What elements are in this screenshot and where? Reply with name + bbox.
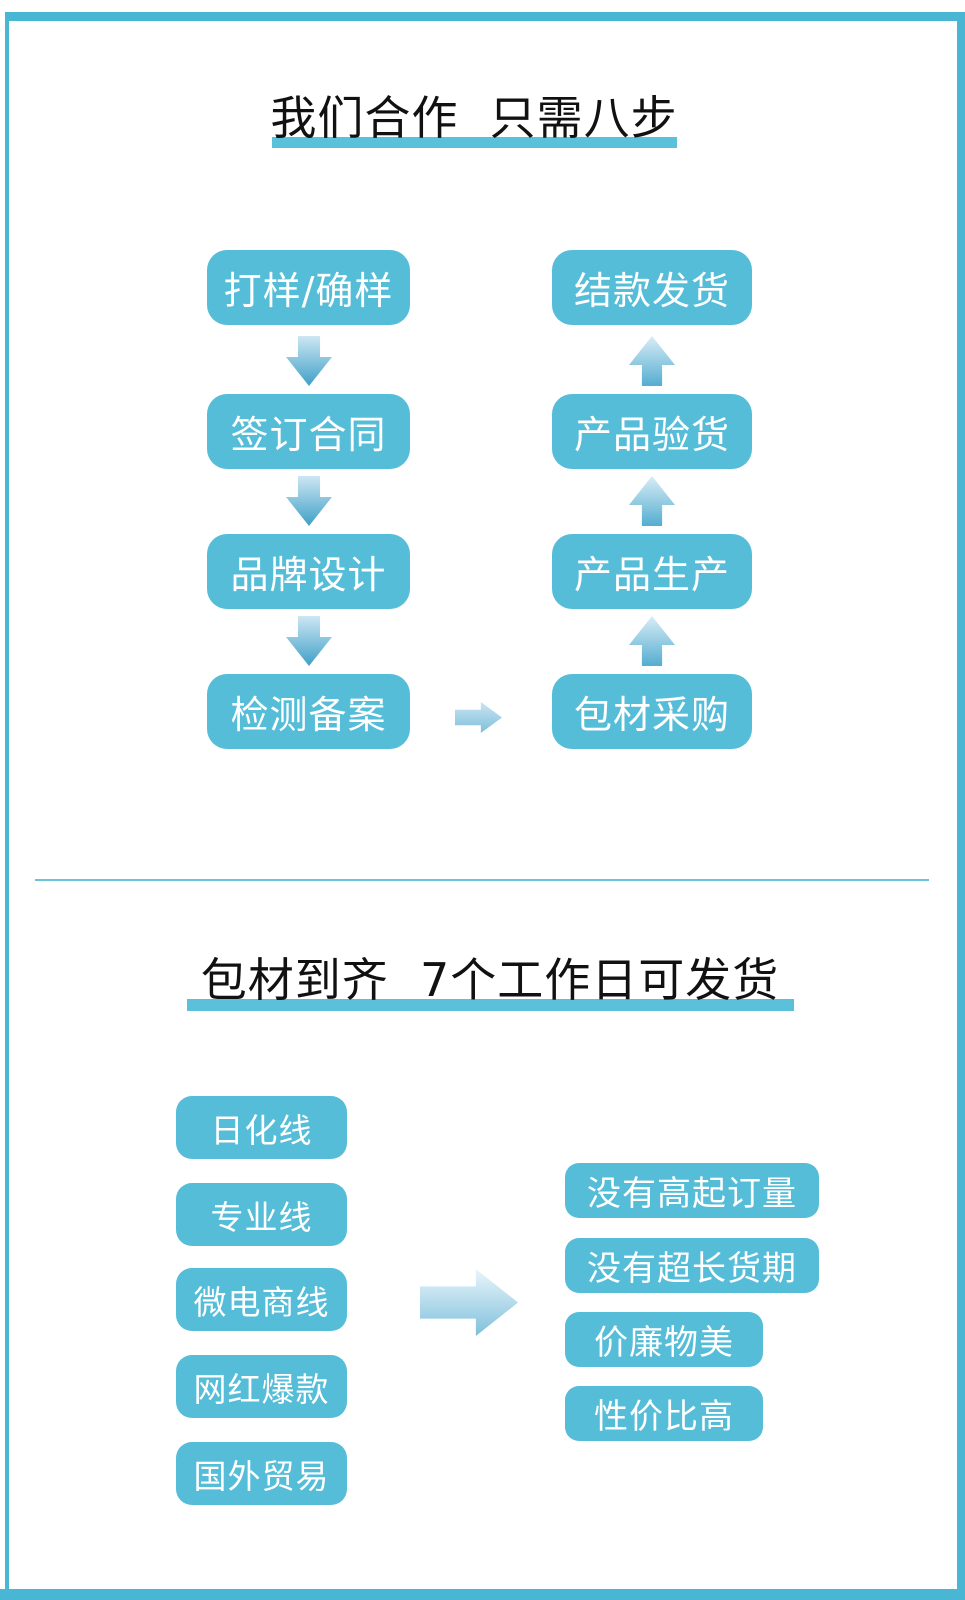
benefit-no-long-leadtime: 没有超长货期 xyxy=(565,1238,819,1293)
line-professional: 专业线 xyxy=(176,1183,347,1246)
line-foreign-trade: 国外贸易 xyxy=(176,1442,347,1505)
step-packaging-procurement: 包材采购 xyxy=(552,674,752,749)
frame-bottom-border xyxy=(0,1589,965,1600)
step-production: 产品生产 xyxy=(552,534,752,609)
up-arrow-icon xyxy=(629,336,675,386)
benefit-no-high-moq: 没有高起订量 xyxy=(565,1163,819,1218)
step-payment-shipping: 结款发货 xyxy=(552,250,752,325)
right-arrow-icon xyxy=(455,702,502,733)
up-arrow-icon xyxy=(629,476,675,526)
line-influencer-hot: 网红爆款 xyxy=(176,1355,347,1418)
line-daily-chemical: 日化线 xyxy=(176,1096,347,1159)
cooperation-title: 我们合作 只需八步 xyxy=(270,91,678,145)
frame-top-border xyxy=(5,12,965,21)
step-contract: 签订合同 xyxy=(207,394,410,469)
step-testing-filing: 检测备案 xyxy=(207,674,410,749)
down-arrow-icon xyxy=(286,336,332,386)
benefit-good-value: 价廉物美 xyxy=(565,1312,763,1367)
delivery-title: 包材到齐 7个工作日可发货 xyxy=(200,953,780,1007)
down-arrow-icon xyxy=(286,616,332,666)
frame-right-border xyxy=(957,12,965,1600)
section-divider xyxy=(35,879,929,881)
down-arrow-icon xyxy=(286,476,332,526)
cooperation-title-underline xyxy=(272,137,677,148)
up-arrow-icon xyxy=(629,616,675,666)
delivery-title-underline xyxy=(187,999,794,1011)
step-product-inspection: 产品验货 xyxy=(552,394,752,469)
big-right-arrow-icon xyxy=(420,1269,518,1336)
line-micro-ecommerce: 微电商线 xyxy=(176,1268,347,1331)
step-sampling: 打样/确样 xyxy=(207,250,410,325)
benefit-cost-effective: 性价比高 xyxy=(565,1386,763,1441)
frame-left-border xyxy=(5,12,9,1590)
step-brand-design: 品牌设计 xyxy=(207,534,410,609)
